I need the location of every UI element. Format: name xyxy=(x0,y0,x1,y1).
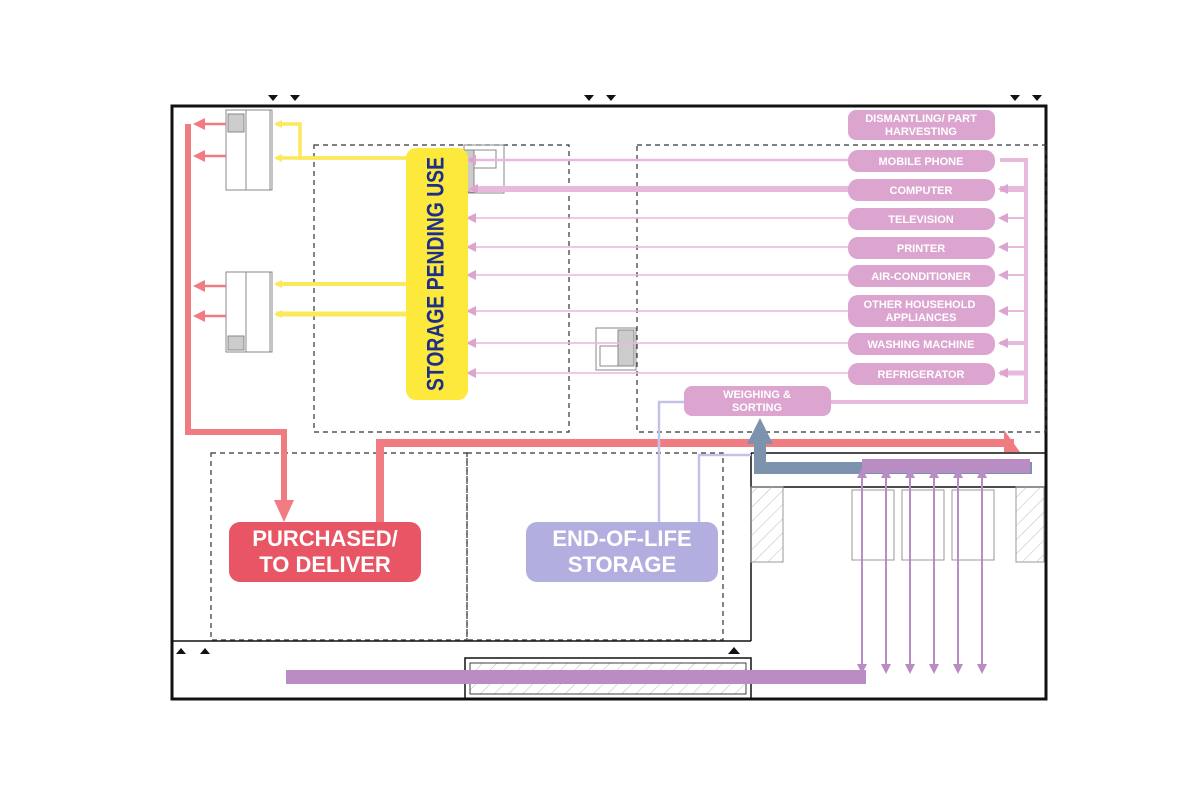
yellow-flow-lines xyxy=(274,120,410,318)
category-label: AIR-CONDITIONER xyxy=(871,271,971,283)
weighing-label-line2: SORTING xyxy=(732,402,782,414)
shelving-units xyxy=(225,109,637,371)
category-other-household-appliances: OTHER HOUSEHOLD APPLIANCES xyxy=(848,295,995,327)
category-computer: COMPUTER xyxy=(848,179,995,201)
red-flow-lines xyxy=(185,118,1020,522)
category-air-conditioner: AIR-CONDITIONER xyxy=(848,265,995,287)
category-television: TELEVISION xyxy=(848,208,995,230)
end-of-life-zone: END-OF-LIFE STORAGE xyxy=(526,522,718,582)
weighing-label-line1: WEIGHING & xyxy=(723,389,791,401)
storage-pending-label: STORAGE PENDING USE xyxy=(422,157,449,391)
purchased-zone: PURCHASED/ TO DELIVER xyxy=(229,522,421,582)
purchased-label-line1: PURCHASED/ xyxy=(252,526,397,551)
dismantling-label-line1: DISMANTLING/ PART xyxy=(865,113,977,125)
category-label: TELEVISION xyxy=(888,214,953,226)
category-label-other: OTHER HOUSEHOLD APPLIANCES xyxy=(864,299,979,324)
category-printer: PRINTER xyxy=(848,237,995,259)
dismantling-label-line2: HARVESTING xyxy=(885,126,957,138)
category-label: REFRIGERATOR xyxy=(878,369,965,381)
category-label: MOBILE PHONE xyxy=(879,156,964,168)
eol-label-line2: STORAGE xyxy=(568,552,676,577)
storage-pending-zone: STORAGE PENDING USE xyxy=(406,148,468,400)
dismantling-zone: DISMANTLING/ PART HARVESTING xyxy=(848,110,995,140)
category-label: WASHING MACHINE xyxy=(868,339,975,351)
pink-flow-lines xyxy=(466,155,1028,404)
purchased-label-line2: TO DELIVER xyxy=(259,552,391,577)
category-mobile-phone: MOBILE PHONE xyxy=(848,150,995,172)
category-washing-machine: WASHING MACHINE xyxy=(848,333,995,355)
category-label: PRINTER xyxy=(897,243,945,255)
loading-bays xyxy=(750,486,1045,563)
section-markers xyxy=(176,95,1042,654)
category-list: MOBILE PHONE COMPUTER TELEVISION PRINTER… xyxy=(848,150,995,385)
zone-outlines xyxy=(210,144,1047,641)
weighing-sorting-zone: WEIGHING & SORTING xyxy=(684,386,831,416)
category-label: COMPUTER xyxy=(890,185,953,197)
purple-flow-lines xyxy=(286,459,1030,684)
eol-label-line1: END-OF-LIFE xyxy=(552,526,691,551)
category-refrigerator: REFRIGERATOR xyxy=(848,363,995,385)
